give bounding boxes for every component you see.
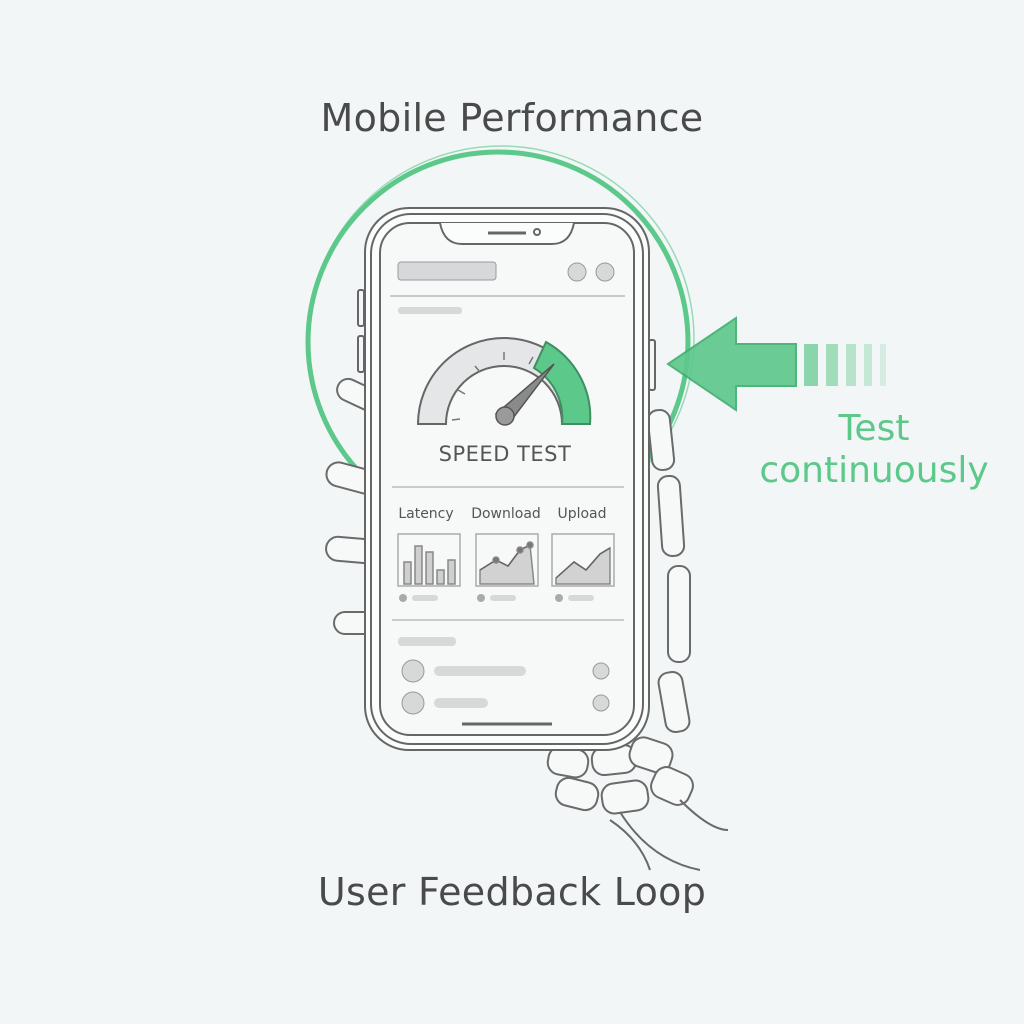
speedometer-icon <box>416 337 592 426</box>
download-chart <box>475 533 539 587</box>
screen-header <box>390 261 625 314</box>
latency-chart <box>397 533 461 587</box>
annotation-line-2: continuously <box>759 450 989 491</box>
metric-charts <box>397 533 615 602</box>
phone-frame <box>357 207 656 751</box>
list-placeholders <box>398 637 610 715</box>
speed-test-label: SPEED TEST <box>438 442 572 466</box>
upload-chart <box>551 533 615 587</box>
arrow-left-icon <box>666 316 886 412</box>
metric-label-download: Download <box>471 506 541 522</box>
page-title: Mobile Performance <box>320 96 704 140</box>
footer-caption: User Feedback Loop <box>317 870 707 914</box>
metric-label-latency: Latency <box>398 506 454 522</box>
annotation-line-1: Test <box>838 408 910 449</box>
metric-label-upload: Upload <box>557 506 607 522</box>
